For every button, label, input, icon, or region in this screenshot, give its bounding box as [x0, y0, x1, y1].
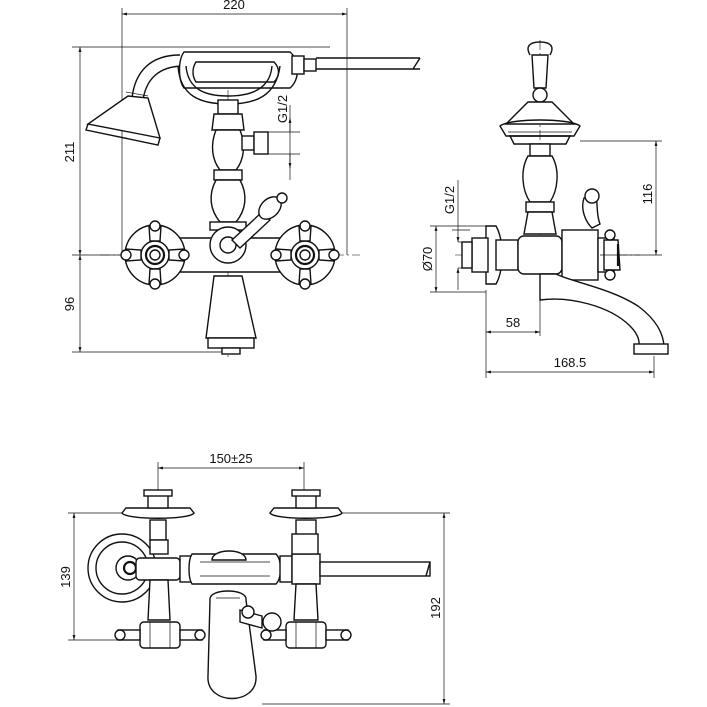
dim-g12-side: G1/2 [442, 186, 457, 214]
dim-96: 96 [62, 297, 77, 311]
dim-g12-front: G1/2 [275, 95, 290, 123]
dim-168-5: 168.5 [554, 355, 587, 370]
dim-58: 58 [506, 315, 520, 330]
dim-220: 220 [223, 0, 245, 12]
dim-diameter-70: Ø70 [420, 247, 435, 272]
dim-192: 192 [428, 597, 443, 619]
front-view: 220 211 96 [62, 0, 421, 360]
dim-139: 139 [58, 566, 73, 588]
dim-116: 116 [640, 184, 655, 205]
top-view: 150±25 139 192 [58, 451, 450, 705]
dim-150-25: 150±25 [209, 451, 252, 466]
side-view: 116 G1/2 Ø70 58 168.5 [420, 40, 669, 378]
dim-211: 211 [62, 142, 77, 163]
